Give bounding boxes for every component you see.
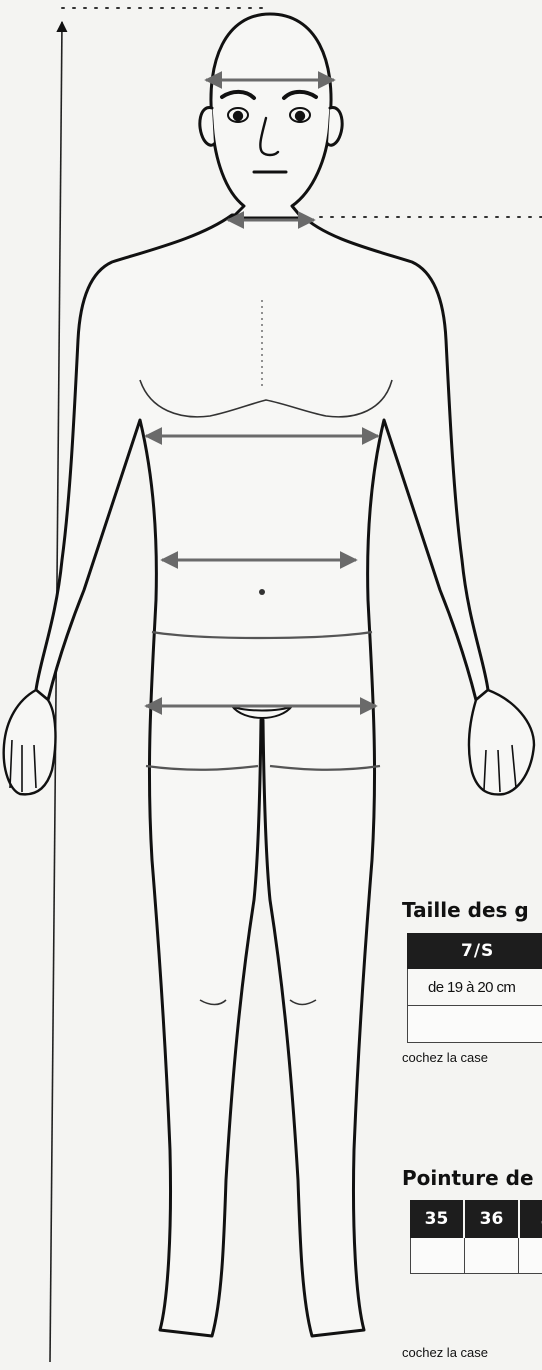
shoe-size-title: Pointure de [402,1166,534,1190]
body-outline [36,14,488,1336]
shoe-size-checkbox[interactable] [519,1238,542,1274]
gloves-size-table: 7/S de 19 à 20 cm [407,933,542,1043]
shoe-size-header: 36 [465,1200,520,1238]
gloves-size-range: de 19 à 20 cm [407,969,542,1006]
shoe-size-checkbox-row [410,1238,542,1274]
gloves-size-header: 7/S [407,933,542,969]
shoe-size-checkbox[interactable] [465,1238,519,1274]
left-hand [4,690,56,794]
gloves-size-title: Taille des g [402,898,529,922]
gloves-check-note: cochez la case [402,1050,542,1065]
shoe-size-header: 3 [520,1200,542,1238]
shoe-check-note: cochez la case [402,1345,542,1360]
shoe-size-table: 35 36 3 [410,1200,542,1274]
shoe-size-checkbox[interactable] [410,1238,465,1274]
shoe-size-header: 35 [410,1200,465,1238]
gloves-size-checkbox[interactable] [407,1006,542,1043]
right-hand [469,690,534,794]
shoe-size-header-row: 35 36 3 [410,1200,542,1238]
